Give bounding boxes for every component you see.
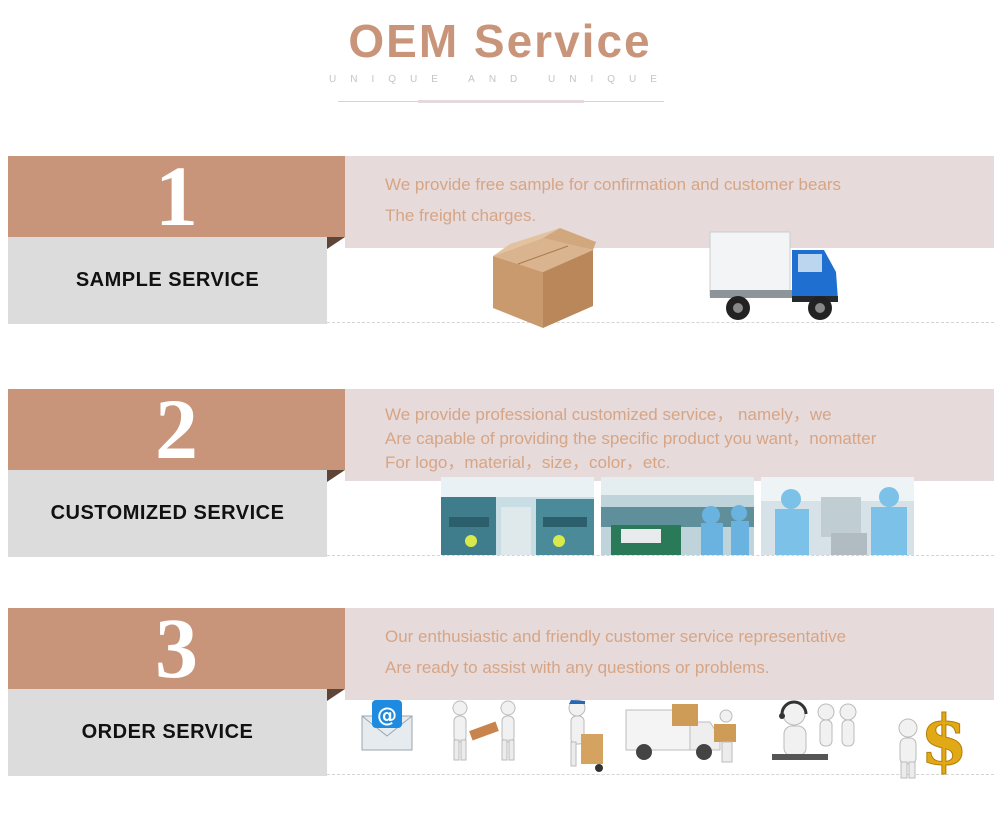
- service-label: SAMPLE SERVICE: [8, 237, 327, 324]
- service-label: CUSTOMIZED SERVICE: [8, 470, 327, 557]
- page-header: OEM Service UNIQUE AND UNIQUE: [0, 0, 1000, 110]
- section-divider: [327, 555, 994, 556]
- cardboard-box-illustration: [493, 228, 596, 328]
- svg-text:$: $: [920, 701, 967, 780]
- description-line: Our enthusiastic and friendly customer s…: [385, 627, 847, 646]
- ribbon-fold: [327, 237, 345, 249]
- email-icon: @: [361, 700, 413, 751]
- ribbon-fold: [327, 470, 345, 482]
- step-number: 3: [8, 605, 345, 691]
- description-line: We provide professional customized servi…: [385, 405, 832, 424]
- svg-text:@: @: [377, 703, 397, 727]
- step-number: 1: [8, 153, 345, 239]
- description-line: Are capable of providing the specific pr…: [385, 429, 877, 448]
- section-divider: [327, 774, 994, 775]
- assembly-line-photo: [601, 477, 754, 555]
- factory-floor-photo: [441, 477, 594, 555]
- sample-service-section: We provide free sample for confirmation …: [0, 153, 1000, 328]
- description-panel: We provide free sample for confirmation …: [345, 156, 994, 248]
- delivery-van-icon: [625, 704, 736, 763]
- description-panel: Our enthusiastic and friendly customer s…: [345, 608, 994, 700]
- customer-support-icon: [772, 700, 857, 760]
- description-panel: We provide professional customized servi…: [345, 389, 994, 481]
- step-number: 2: [8, 386, 345, 472]
- description-line: We provide free sample for confirmation …: [385, 175, 842, 194]
- description-line: For logo，material，size，color，etc.: [385, 453, 671, 472]
- ribbon-fold: [327, 689, 345, 701]
- service-label: ORDER SERVICE: [8, 689, 327, 776]
- page-subtitle: UNIQUE AND UNIQUE: [329, 74, 671, 85]
- delivery-truck-illustration: [709, 231, 838, 320]
- page-title: OEM Service: [348, 15, 652, 67]
- dollar-icon: $: [898, 701, 968, 780]
- courier-icon: [568, 699, 603, 772]
- section-divider: [327, 322, 994, 323]
- cleanroom-workers-photo: [761, 477, 914, 555]
- description-line: Are ready to assist with any questions o…: [385, 658, 770, 677]
- order-service-section: Our enthusiastic and friendly customer s…: [0, 605, 1000, 780]
- handshake-icon: [452, 700, 516, 761]
- description-line: The freight charges.: [385, 206, 537, 225]
- customized-service-section: We provide professional customized servi…: [0, 386, 1000, 559]
- title-divider-accent: [418, 100, 584, 103]
